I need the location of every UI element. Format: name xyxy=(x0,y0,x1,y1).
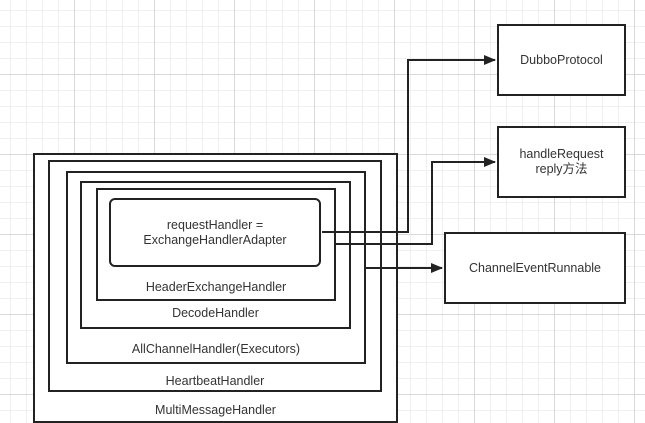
request-handler-text: requestHandler = ExchangeHandlerAdapter xyxy=(111,200,319,265)
heartbeat-handler-label: HeartbeatHandler xyxy=(165,374,265,388)
connector-layer xyxy=(322,55,496,273)
arrow-to-handle-request xyxy=(334,157,496,245)
channel-event-runnable-label: ChannelEventRunnable xyxy=(468,260,602,275)
channel-event-runnable-text: ChannelEventRunnable xyxy=(446,234,624,302)
request-handler-box: requestHandler = ExchangeHandlerAdapter xyxy=(109,198,321,267)
handle-request-line2: reply方法 xyxy=(535,162,588,176)
all-channel-handler-label: AllChannelHandler(Executors) xyxy=(131,342,301,356)
handle-request-box: handleRequest reply方法 xyxy=(497,126,626,198)
dubbo-protocol-box: DubboProtocol xyxy=(497,24,626,96)
dubbo-protocol-text: DubboProtocol xyxy=(499,26,624,94)
dubbo-protocol-label: DubboProtocol xyxy=(520,52,603,67)
request-handler-line2: ExchangeHandlerAdapter xyxy=(143,232,287,247)
arrow-to-dubbo-protocol xyxy=(322,55,496,233)
header-exchange-handler-label: HeaderExchangeHandler xyxy=(145,280,287,294)
channel-event-runnable-box: ChannelEventRunnable xyxy=(444,232,626,304)
request-handler-line1: requestHandler = xyxy=(166,217,264,232)
handle-request-line1: handleRequest xyxy=(519,147,604,161)
decode-handler-label: DecodeHandler xyxy=(172,306,259,320)
handle-request-text: handleRequest reply方法 xyxy=(499,128,624,196)
